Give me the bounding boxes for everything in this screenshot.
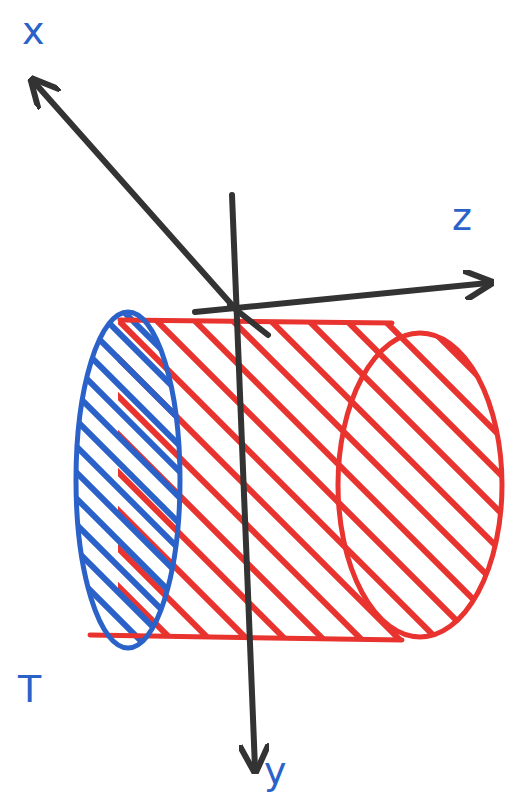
hatch-line [250, 300, 525, 660]
hatch-line [112, 300, 472, 660]
axis-label: y [264, 752, 287, 790]
axis-label: x [22, 12, 45, 50]
hatch-line [164, 300, 524, 660]
hatch-line [216, 300, 525, 660]
hatch-line [98, 300, 458, 660]
cylinder-end-cap [338, 333, 502, 637]
hatch-line [8, 300, 368, 660]
hatch-line [288, 300, 525, 660]
hatch-line [0, 300, 238, 660]
hatch-line [212, 300, 525, 660]
hatch-line [174, 300, 525, 660]
axis [232, 195, 255, 768]
hatch-line [440, 300, 525, 660]
cross-section [76, 312, 180, 648]
cylinder-edge [90, 635, 402, 640]
hatch-line [516, 300, 525, 660]
hatch-line [136, 300, 496, 660]
axis-label: T [18, 670, 41, 708]
axis [230, 305, 268, 335]
blue-hatching [0, 300, 525, 660]
hatch-line [22, 300, 382, 660]
hatch-line [0, 300, 342, 660]
hatch-line [138, 300, 498, 660]
red-hatching [0, 300, 525, 660]
axis [34, 82, 232, 305]
hatch-line [326, 300, 525, 660]
axis-label: z [452, 198, 472, 236]
hatch-line [86, 300, 446, 660]
hatch-line [0, 300, 344, 660]
hatch-line [242, 300, 525, 660]
